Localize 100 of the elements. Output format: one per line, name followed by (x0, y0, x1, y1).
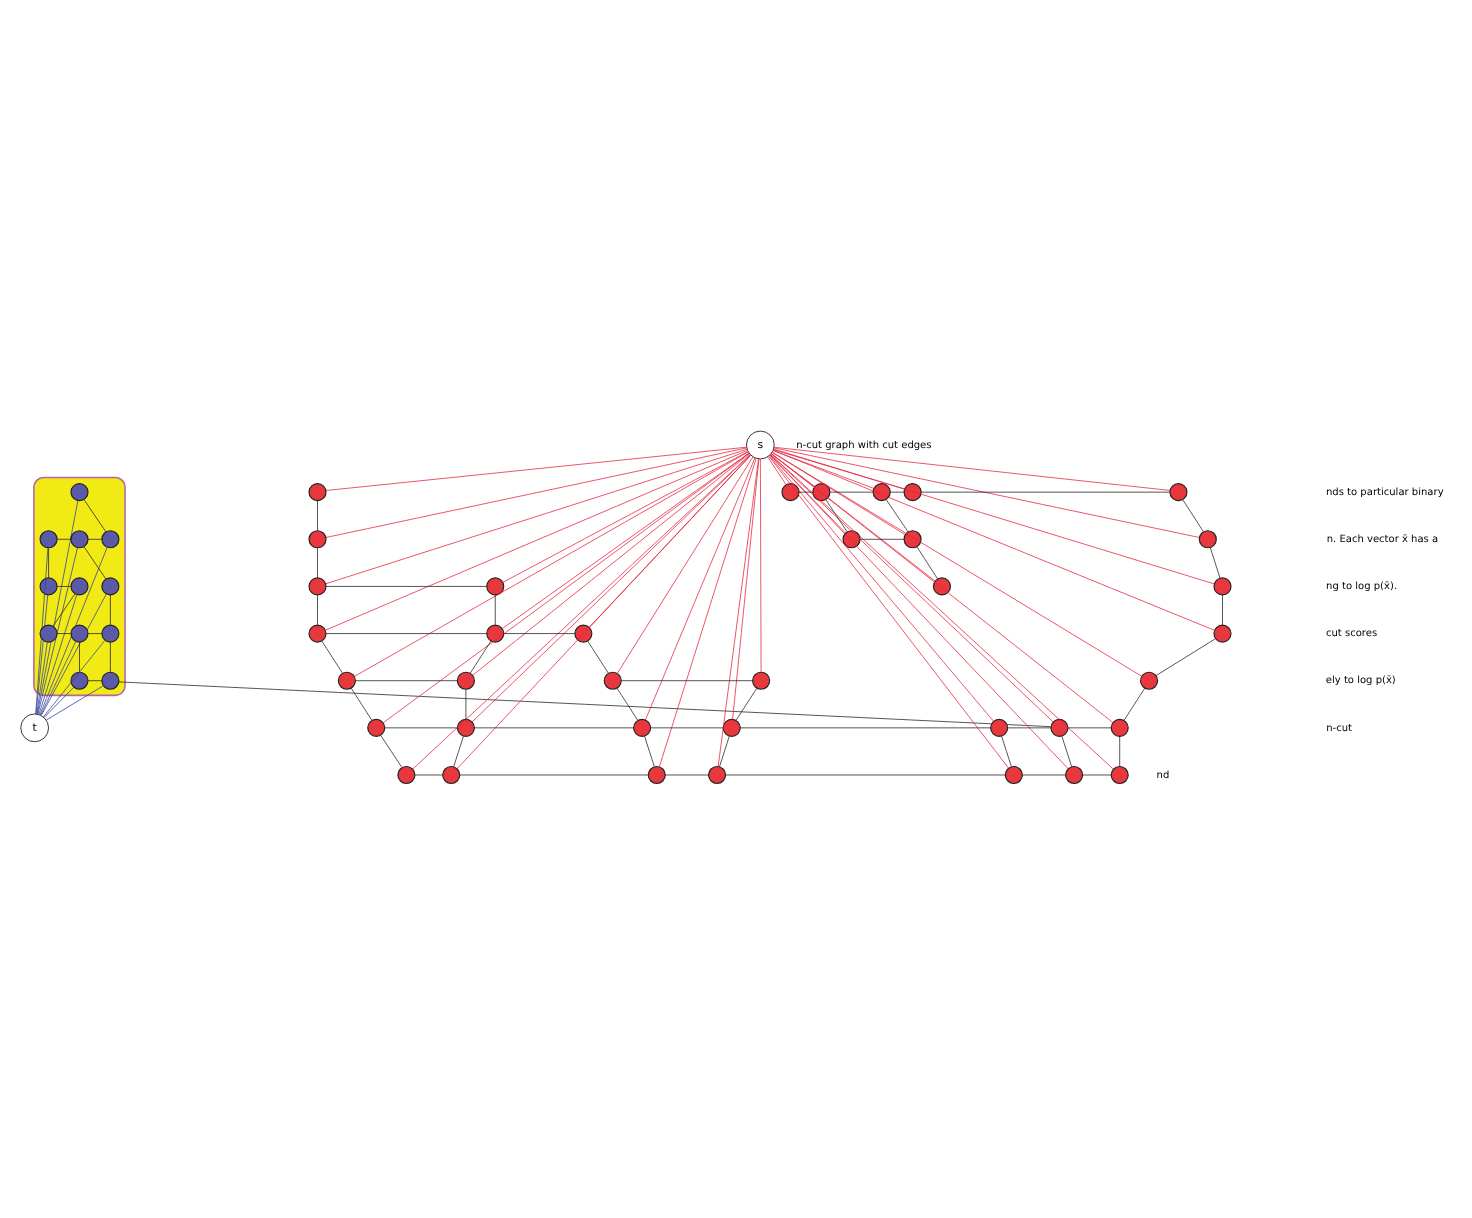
connector (916, 545, 938, 579)
connector (38, 593, 78, 714)
connector (325, 445, 747, 490)
node-circle (70, 482, 89, 501)
connector (35, 593, 49, 714)
connector (324, 449, 748, 630)
node-circle (842, 529, 861, 548)
connector (79, 640, 80, 672)
node-circle (1110, 717, 1129, 736)
connector (772, 450, 1143, 676)
node-circle (752, 670, 771, 689)
connector (36, 499, 79, 714)
node-circle (903, 482, 922, 501)
node-circle (308, 482, 327, 501)
node-circle (707, 764, 727, 784)
connector (459, 773, 649, 775)
connector (350, 686, 373, 720)
node-circle (722, 717, 741, 736)
node-circle (1140, 670, 1159, 689)
connector (325, 632, 488, 633)
node-circle (101, 529, 120, 548)
connector (501, 451, 750, 628)
connector (321, 639, 343, 673)
connector (773, 448, 1215, 630)
node-circle (70, 529, 89, 548)
connector (768, 454, 1010, 768)
connector (1061, 734, 1073, 767)
connector (650, 726, 724, 728)
node-circle (308, 576, 327, 595)
connector (1067, 726, 1112, 728)
connector (56, 632, 72, 633)
node-circle (442, 764, 461, 784)
connector (767, 455, 787, 484)
node-circle (456, 717, 475, 736)
cluster (33, 475, 126, 696)
node-circle (1110, 764, 1129, 784)
node-circle (308, 529, 327, 548)
node-circle (486, 576, 505, 595)
connector (472, 452, 750, 675)
node-circle (903, 529, 922, 548)
connector (469, 639, 492, 673)
connector (644, 734, 655, 767)
connector (325, 585, 488, 586)
connector (769, 454, 994, 721)
node-circle (872, 482, 891, 501)
node-circle (39, 576, 58, 595)
connector (52, 592, 76, 626)
connector (885, 498, 909, 532)
connector (717, 457, 759, 766)
node-circle (1213, 623, 1232, 642)
connector (859, 537, 905, 539)
node-circle (932, 576, 952, 595)
connector (829, 490, 874, 492)
connector (659, 456, 757, 767)
connector (770, 453, 1054, 722)
node-circle (486, 623, 505, 642)
connector (43, 638, 106, 717)
node-circle (70, 623, 89, 642)
node-circle (603, 670, 622, 689)
connector (40, 639, 77, 715)
connector (1082, 773, 1112, 775)
connector (83, 545, 107, 579)
connector (87, 632, 103, 633)
connector (56, 537, 103, 539)
connector (471, 453, 751, 722)
connector (760, 457, 762, 672)
connector (1182, 498, 1204, 532)
connector (465, 687, 467, 719)
connector (502, 450, 749, 582)
connector (773, 447, 1215, 584)
node-circle (1198, 529, 1217, 548)
connector (503, 632, 576, 633)
connector (769, 453, 846, 533)
connector (732, 457, 760, 719)
node-circle (367, 717, 386, 736)
connector (771, 452, 936, 581)
connector (773, 446, 1200, 537)
connector (35, 546, 49, 714)
connector (40, 592, 107, 715)
connector (719, 734, 730, 767)
node-circle (101, 623, 120, 642)
node-circle (456, 670, 475, 689)
node-circle (812, 482, 831, 501)
connector (665, 773, 709, 775)
connector (616, 686, 639, 720)
connector (87, 679, 103, 681)
connector (382, 451, 750, 723)
connector (45, 684, 104, 720)
connector (725, 773, 1006, 775)
connector (1007, 726, 1052, 728)
node-circle (39, 529, 58, 548)
connector (110, 640, 111, 672)
connector (355, 679, 458, 681)
node-circle (990, 717, 1009, 736)
node-circle (337, 670, 356, 689)
connector (384, 726, 458, 728)
connector (1222, 593, 1223, 625)
connector (1155, 637, 1216, 676)
connector (1022, 773, 1066, 775)
connector (48, 546, 49, 578)
